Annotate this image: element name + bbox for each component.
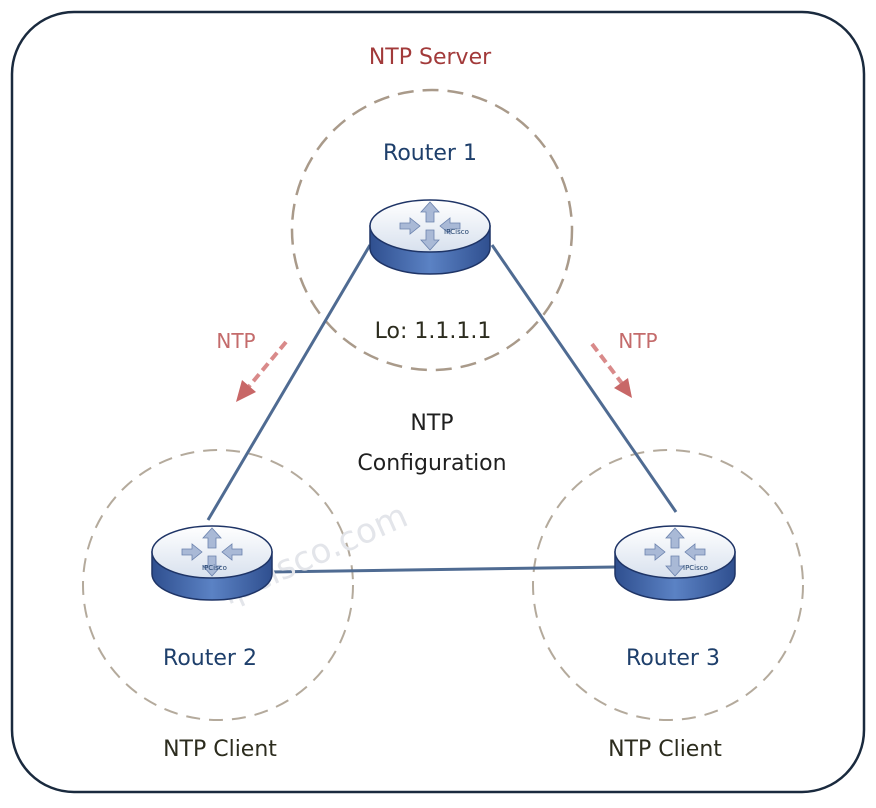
router-3-label: Router 3 (626, 646, 720, 671)
router-2-icon[interactable]: IPCisco (151, 525, 273, 601)
router-2-zone-circle (82, 449, 354, 721)
outer-frame (10, 10, 866, 794)
center-title-line1: NTP (410, 411, 453, 436)
router-3-icon[interactable]: IPCisco (614, 525, 736, 601)
router-3-zone-circle (532, 449, 804, 721)
router-1-label: Router 1 (383, 141, 477, 166)
router-2-brand: IPCisco (202, 564, 227, 572)
ntp-arrow-left (236, 340, 288, 402)
router-1-loopback: Lo: 1.1.1.1 (375, 319, 492, 344)
server-label: NTP Server (369, 45, 492, 70)
ntp-arrow-left-label: NTP (216, 329, 255, 353)
router-2-label: Router 2 (163, 646, 257, 671)
link-router1-router3 (490, 244, 678, 513)
router-3-role: NTP Client (608, 737, 722, 762)
link-router1-router2 (206, 244, 372, 521)
center-title-line2: Configuration (357, 451, 506, 476)
ntp-arrow-right (590, 342, 632, 398)
router-1-brand: IPCisco (444, 228, 469, 236)
router-1-zone-circle (290, 88, 574, 372)
router-3-brand: IPCisco (683, 564, 708, 572)
router-1-icon[interactable]: IPCisco (369, 199, 491, 275)
link-router2-router3 (269, 565, 617, 574)
ntp-arrow-right-label: NTP (618, 329, 657, 353)
router-2-role: NTP Client (163, 737, 277, 762)
